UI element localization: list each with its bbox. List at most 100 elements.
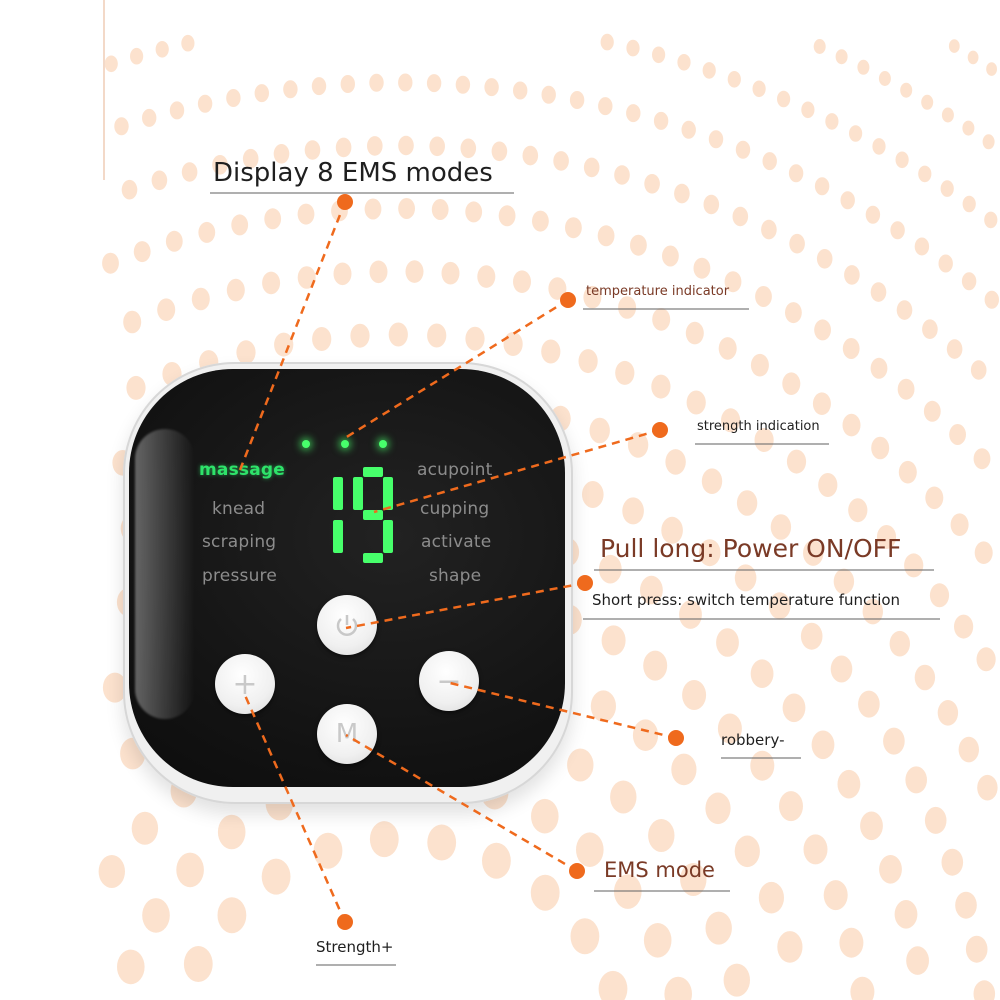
callout-ems-modes: Display 8 EMS modes [213,158,493,188]
background-dot [626,104,641,123]
background-dot [640,575,663,605]
background-dot [850,976,875,1000]
background-dot [693,257,711,279]
background-dot [513,81,528,100]
background-dot [789,233,805,254]
background-dot [165,230,183,252]
callout-power-title: Pull long: Power ON/OFF [600,534,902,563]
ems-controller-device: massage knead scraping pressure acupoint… [123,362,573,804]
background-dot [297,266,316,289]
background-dot [840,191,855,210]
background-dot [131,811,159,845]
background-dot [530,874,560,911]
background-dot [872,138,886,155]
background-dot [398,135,414,156]
background-dot [786,449,807,474]
digit-segment-a [363,467,383,477]
underline-ems-mode [594,890,730,892]
background-dot [531,798,559,834]
background-dot [878,71,891,86]
background-dot [541,85,556,104]
background-dot [837,769,861,799]
digit-segment-b [333,477,343,510]
background-dot [597,225,615,247]
background-dot [680,863,707,896]
background-dot [950,513,969,536]
background-dot [750,659,774,688]
background-dot [570,918,600,955]
background-dot [732,206,749,227]
callout-strength-plus: Strength+ [316,938,394,956]
mode-knead: knead [212,499,266,519]
background-dot [589,417,610,444]
background-dot [644,174,660,194]
mode-icon: M [335,719,359,749]
background-dot [169,101,185,120]
temperature-led-3 [379,440,387,448]
background-dot [273,144,290,164]
mode-shape: shape [429,566,482,586]
temperature-led-1 [302,440,310,448]
background-dot [569,91,585,109]
minus-icon: − [436,663,462,699]
background-dot [929,583,950,608]
background-dot [600,33,614,51]
background-dot [788,164,804,183]
background-dot [648,819,675,852]
background-dot [151,170,168,191]
background-dot [954,614,974,639]
background-dot [465,201,483,223]
background-dot [883,727,905,755]
background-dot [718,337,737,360]
background-dot [312,327,332,351]
background-dot [553,151,569,171]
power-icon [336,615,358,636]
strength-minus-button[interactable]: − [419,651,479,711]
background-dot [814,319,831,341]
background-dot [949,424,966,445]
background-dot [130,47,144,65]
background-dot [905,766,927,794]
digit-segment-g [363,510,383,520]
background-dot [367,136,383,156]
background-dot [652,46,666,64]
mode-cupping: cupping [420,499,490,519]
background-dot [582,481,604,508]
background-dot [491,141,508,162]
background-dot [752,80,766,98]
background-dot [661,516,683,544]
background-dot [803,540,824,566]
dot-temperature [560,292,576,308]
background-dot [311,77,327,96]
background-dot [941,107,954,123]
background-dot [522,145,539,166]
background-dot [183,946,213,982]
background-dot [541,339,561,364]
callout-minus: robbery- [721,731,785,749]
background-dot [615,360,635,385]
background-dot [583,157,600,178]
background-dot [984,211,998,229]
background-dot [955,891,977,919]
power-button[interactable] [317,595,377,655]
background-dot [754,428,774,452]
underline-temperature [583,308,749,310]
background-dot [842,338,860,359]
background-dot [677,54,691,71]
background-dot [923,400,941,422]
background-dot [191,287,210,311]
background-dot [755,286,772,307]
mode-button[interactable]: M [317,704,377,764]
background-dot [921,94,934,110]
strength-plus-button[interactable]: + [215,654,275,714]
background-dot [484,78,499,97]
background-dot [812,392,831,416]
glossy-highlight [135,429,195,719]
background-dot [962,120,975,136]
background-dot [567,748,594,782]
background-dot [102,252,119,274]
background-dot [369,260,388,284]
background-dot [236,340,256,365]
background-dot [369,73,384,92]
background-dot [632,719,659,751]
